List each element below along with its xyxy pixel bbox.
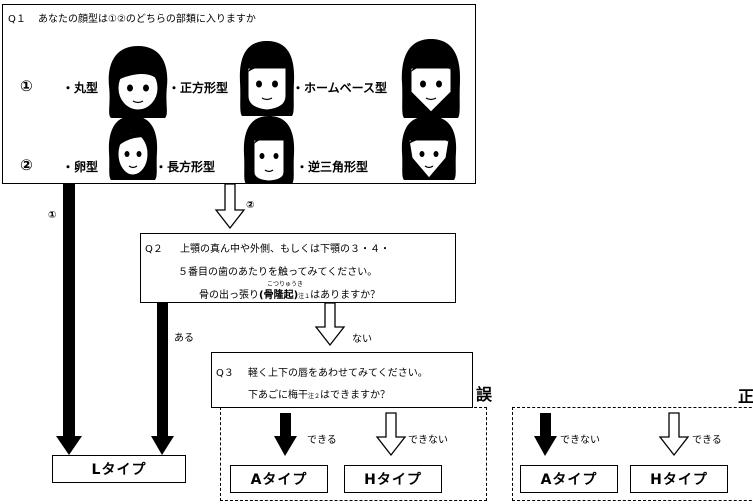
wrong-arrow-cannot bbox=[375, 412, 407, 457]
q2-line3-b: はありますか？ bbox=[310, 290, 381, 301]
arrow-q2-yes-head bbox=[151, 436, 174, 455]
right-arrow-can bbox=[658, 412, 690, 457]
q3-box bbox=[211, 352, 473, 408]
face-homebase-icon bbox=[401, 39, 461, 118]
shape-homebase-label: ・ホームベース型 bbox=[292, 81, 388, 95]
arrow-q1-to-l-shaft bbox=[63, 184, 75, 438]
face-round-icon bbox=[108, 46, 168, 118]
row2-marker: ② bbox=[20, 156, 33, 174]
right-arrow-cannot-head bbox=[534, 436, 557, 456]
q2-label: Q２ bbox=[145, 244, 163, 255]
wrong-result-a-type: Aタイプ bbox=[230, 465, 328, 493]
shape-square-label: ・正方形型 bbox=[168, 81, 229, 95]
row1-marker: ① bbox=[20, 77, 33, 95]
wrong-can-label: できる bbox=[307, 435, 337, 446]
arrow-q2-yes-shaft bbox=[157, 303, 168, 438]
arrow-q1-to-q2 bbox=[214, 183, 246, 230]
q1-label: Q１ bbox=[8, 14, 26, 25]
arrow-q2-to-q3 bbox=[314, 302, 346, 347]
q3-line1: 軽く上下の唇をあわせてみてください。 bbox=[248, 368, 428, 379]
q3-note2: 注２ bbox=[308, 393, 321, 400]
right-panel bbox=[512, 407, 753, 501]
q3-line2-b: はできますか？ bbox=[320, 390, 391, 401]
q2-box bbox=[140, 233, 456, 303]
wrong-arrow-can-head bbox=[274, 436, 297, 456]
q3-label: Q３ bbox=[216, 368, 234, 379]
result-l-type: Lタイプ bbox=[52, 455, 186, 483]
q2-no-label: ない bbox=[352, 334, 372, 345]
right-result-h-type: Hタイプ bbox=[630, 465, 728, 493]
face-square-icon bbox=[239, 41, 295, 116]
q1-box bbox=[2, 4, 476, 184]
shape-round-label: ・丸型 bbox=[62, 81, 99, 95]
wrong-cannot-label: できない bbox=[408, 435, 448, 446]
q3-line2-a: 下あごに梅干 bbox=[248, 390, 308, 401]
q2-line3-a: 骨の出っ張り bbox=[199, 290, 259, 301]
q2-line3: 骨の出っ張り(骨隆起)注１はありますか？ bbox=[199, 286, 380, 301]
q2-note1: 注１ bbox=[298, 293, 311, 300]
right-result-a-type: Aタイプ bbox=[520, 465, 618, 493]
branch-left-marker: ① bbox=[48, 210, 57, 221]
face-oval-icon bbox=[108, 116, 158, 180]
q2-term: (骨隆起) bbox=[259, 290, 299, 301]
q3-line2: 下あごに梅干注２はできますか？ bbox=[248, 386, 390, 401]
right-can-label: できる bbox=[692, 435, 722, 446]
right-label: 正 bbox=[738, 387, 753, 406]
shape-oval-label: ・卵型 bbox=[62, 160, 99, 174]
q2-ruby: こつりゅうき bbox=[267, 281, 304, 288]
shape-rectangle-label: ・長方形型 bbox=[155, 160, 216, 174]
wrong-label: 誤 bbox=[476, 385, 493, 404]
branch-down-marker: ② bbox=[246, 200, 255, 211]
shape-inverted-triangle-label: ・逆三角形型 bbox=[296, 160, 369, 174]
q2-yes-label: ある bbox=[174, 333, 194, 344]
face-inverted-triangle-icon bbox=[401, 116, 457, 180]
right-cannot-label: できない bbox=[560, 435, 600, 446]
q2-line2: ５番目の歯のあたりを触ってみてください。 bbox=[178, 267, 378, 278]
wrong-panel bbox=[220, 407, 487, 501]
arrow-q1-to-l-head bbox=[56, 436, 82, 455]
q2-line1: 上顎の真ん中や外側、もしくは下顎の３・４・ bbox=[180, 244, 390, 255]
face-rectangle-icon bbox=[243, 116, 295, 184]
q1-question: あなたの顔型は①②のどちらの部類に入りますか bbox=[38, 14, 256, 25]
wrong-arrow-can-shaft bbox=[280, 413, 291, 437]
wrong-result-h-type: Hタイプ bbox=[344, 465, 442, 493]
right-arrow-cannot-shaft bbox=[540, 413, 551, 437]
